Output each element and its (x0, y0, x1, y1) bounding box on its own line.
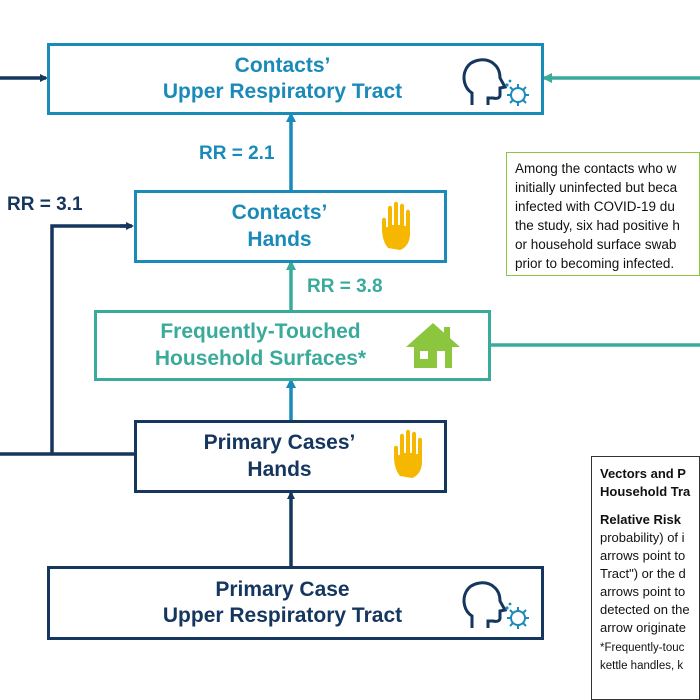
legend-box: Vectors and P Household Tra Relative Ris… (591, 456, 700, 700)
legend-body-line-4: arrows point to (600, 584, 686, 599)
legend-body-line-1: probability) of i (600, 530, 685, 545)
primary-urt-line2: Upper Respiratory Tract (162, 604, 403, 627)
rr-hands-to-urt: RR = 2.1 (199, 143, 275, 164)
legend-body-line-5: detected on the (600, 602, 690, 617)
note-line-3: infected with COVID-19 du (515, 199, 675, 214)
note-line-6: prior to becoming infected. (515, 256, 675, 271)
note-line-1: Among the contacts who w (515, 161, 677, 176)
legend-body-line-2: arrows point to (600, 548, 686, 563)
primary-urt-box: Primary Case Upper Respiratory Tract (47, 566, 544, 640)
primary-hands-line2: Hands (247, 457, 312, 481)
contacts-hands-line2: Hands (247, 227, 312, 251)
rr-surfaces-to-hands: RR = 3.8 (307, 276, 383, 297)
house-icon (406, 323, 460, 368)
infection-note: Among the contacts who w initially uninf… (506, 152, 700, 276)
note-line-5: or household surface swab (515, 237, 677, 252)
note-line-2: initially uninfected but beca (515, 180, 678, 195)
hand-icon (394, 429, 422, 478)
left-path-connector (0, 224, 134, 456)
note-line-4: the study, six had positive h (515, 218, 680, 233)
contacts-hands-line1: Contacts’ (231, 201, 328, 225)
legend-title-line-2: Household Tra (600, 484, 691, 499)
contacts-urt-line2: Upper Respiratory Tract (162, 80, 403, 103)
surfaces-line2: Household Surfaces* (154, 346, 367, 370)
legend-body-line-3: Tract") or the d (600, 566, 686, 581)
primary-hands-line1: Primary Cases’ (203, 431, 356, 455)
contacts-urt-line1: Contacts’ (234, 53, 331, 77)
head-virus-icon (462, 581, 529, 629)
legend-footnote-line-1: *Frequently-touc (600, 642, 685, 654)
legend-footnote-line-2: kettle handles, k (600, 660, 684, 672)
hand-icon (382, 201, 410, 250)
legend-title-line-1: Vectors and P (600, 466, 686, 481)
primary-urt-line1: Primary Case (215, 577, 350, 601)
contacts-urt-box: Contacts’ Upper Respiratory Tract (47, 43, 544, 115)
surfaces-box: Frequently-Touched Household Surfaces* (94, 310, 491, 381)
legend-body-line-6: arrow originate (600, 620, 686, 635)
head-virus-icon (462, 58, 529, 106)
rr-left-path: RR = 3.1 (7, 194, 83, 215)
surfaces-line1: Frequently-Touched (160, 320, 361, 344)
legend-relative-risk-label: Relative Risk (600, 512, 681, 527)
